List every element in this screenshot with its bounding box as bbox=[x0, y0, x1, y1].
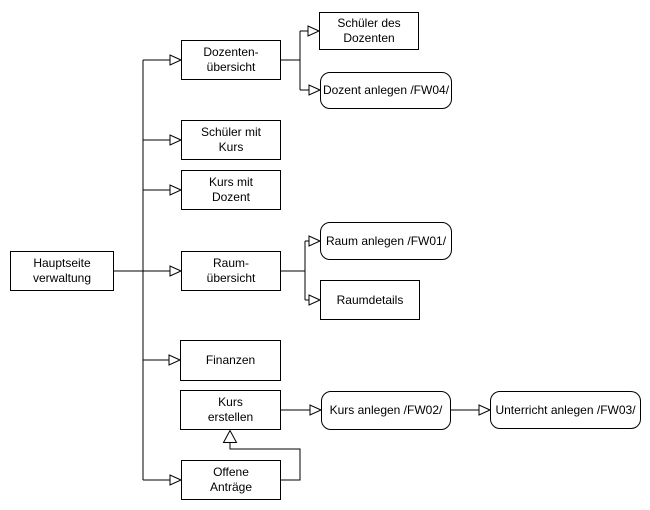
node-finanzen: Finanzen bbox=[180, 340, 281, 381]
node-unterricht-anlegen-fw03: Unterricht anlegen /FW03/ bbox=[490, 391, 641, 429]
edge-raum-uebersicht-raum-anlegen bbox=[305, 235, 322, 247]
edge-hauptseite-offene-antraege bbox=[143, 474, 183, 486]
node-label: Dozent anlegen /FW04/ bbox=[322, 83, 450, 97]
node-label: Raumdetails bbox=[336, 292, 404, 307]
edge-hauptseite-kurs-mit-dozent bbox=[143, 184, 183, 196]
node-label: Kurs erstellen bbox=[207, 395, 254, 424]
node-label: Offene Anträge bbox=[209, 465, 253, 494]
open-arrowhead bbox=[169, 265, 183, 277]
edge-dozenten-uebersicht-children bbox=[281, 31, 301, 90]
edge-dozenten-uebersicht-schueler-des-dozenten bbox=[300, 25, 321, 37]
open-arrowhead bbox=[308, 84, 322, 96]
edge-kurs-anlegen-unterricht-anlegen bbox=[451, 404, 492, 416]
open-arrowhead bbox=[307, 25, 321, 37]
edge-hauptseite-raum-uebersicht bbox=[114, 265, 183, 277]
node-raum-anlegen-fw01: Raum anlegen /FW01/ bbox=[320, 222, 452, 260]
node-raum-uebersicht: Raum- übersicht bbox=[181, 251, 281, 291]
node-label: Dozenten- übersicht bbox=[203, 45, 259, 74]
edge-hauptseite-dozenten-uebersicht bbox=[143, 54, 183, 66]
node-schueler-mit-kurs: Schüler mit Kurs bbox=[181, 120, 281, 160]
open-arrowhead bbox=[169, 184, 183, 196]
open-arrowhead bbox=[169, 474, 183, 486]
node-hauptseite-verwaltung: Hauptseite verwaltung bbox=[10, 251, 114, 291]
edge-dozenten-uebersicht-dozent-anlegen bbox=[300, 84, 322, 96]
node-raumdetails: Raumdetails bbox=[320, 280, 420, 320]
open-arrowhead bbox=[169, 134, 183, 146]
node-label: Raum anlegen /FW01/ bbox=[325, 233, 447, 248]
edge-kurs-erstellen-kurs-anlegen bbox=[281, 404, 323, 416]
open-arrowhead bbox=[169, 54, 183, 66]
node-kurs-anlegen-fw02: Kurs anlegen /FW02/ bbox=[321, 391, 451, 430]
edge-hauptseite-finanzen bbox=[143, 354, 182, 366]
node-label: Unterricht anlegen /FW03/ bbox=[495, 402, 636, 417]
open-arrowhead bbox=[222, 429, 238, 443]
open-arrowhead bbox=[309, 404, 323, 416]
node-label: Finanzen bbox=[205, 353, 256, 367]
open-arrowhead bbox=[308, 294, 322, 306]
node-label: Raum- übersicht bbox=[206, 256, 256, 285]
node-label: Schüler mit Kurs bbox=[200, 125, 262, 154]
node-label: Kurs mit Dozent bbox=[208, 175, 253, 204]
open-arrowhead bbox=[478, 404, 492, 416]
node-kurs-erstellen: Kurs erstellen bbox=[180, 390, 281, 430]
node-label: Hauptseite verwaltung bbox=[32, 256, 92, 285]
open-arrowhead bbox=[308, 235, 322, 247]
edge-hauptseite-schueler-mit-kurs bbox=[143, 134, 183, 146]
edge-offene-antraege-kurs-erstellen bbox=[222, 429, 301, 481]
node-kurs-mit-dozent: Kurs mit Dozent bbox=[181, 170, 281, 210]
node-offene-antraege: Offene Anträge bbox=[181, 460, 281, 500]
open-arrowhead bbox=[168, 354, 182, 366]
edge-raum-uebersicht-children bbox=[281, 241, 306, 300]
edge-raum-uebersicht-raumdetails bbox=[305, 294, 322, 306]
node-dozenten-uebersicht: Dozenten- übersicht bbox=[181, 40, 281, 80]
node-dozent-anlegen-fw04: Dozent anlegen /FW04/ bbox=[320, 72, 452, 109]
node-label: Kurs anlegen /FW02/ bbox=[329, 403, 443, 417]
node-label: Schüler des Dozenten bbox=[337, 16, 401, 45]
node-schueler-des-dozenten: Schüler des Dozenten bbox=[319, 12, 419, 50]
